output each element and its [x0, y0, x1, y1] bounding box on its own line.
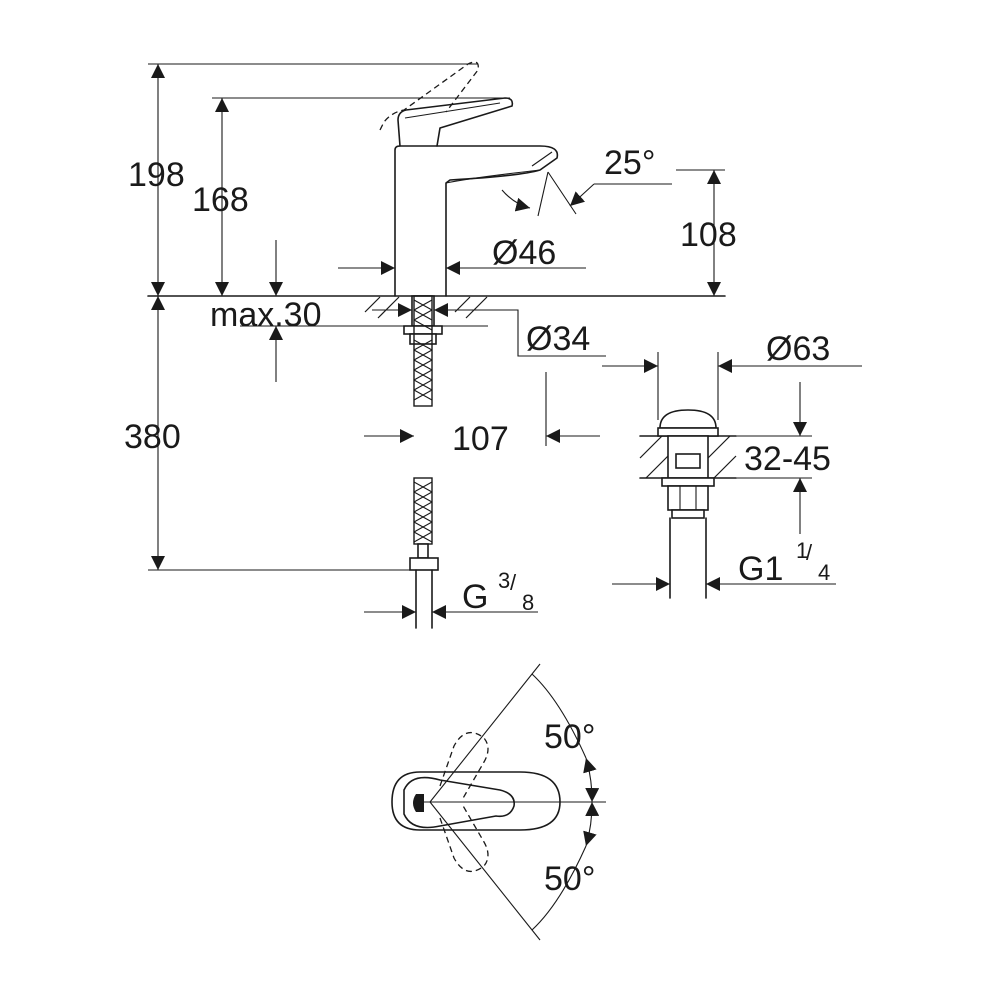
dim-body-diameter: Ø46: [492, 234, 556, 272]
dim-spout-reach: 107: [452, 420, 509, 458]
svg-text:/: /: [510, 570, 517, 595]
svg-text:1: 1: [796, 538, 808, 563]
dim-total-height: 198: [128, 156, 185, 194]
lever-closed: [397, 97, 514, 147]
waste-valve-view: Ø63 32-45 G1 1 / 4: [602, 330, 862, 599]
fixing-rod: [413, 295, 433, 407]
dim-lever-angle-top: 50°: [544, 718, 595, 756]
dim-lever-angle-bottom: 50°: [544, 860, 595, 898]
dim-hole-diameter: Ø34: [526, 320, 590, 358]
svg-text:G1: G1: [738, 550, 783, 588]
faucet-side-view: 198 168 25° 108 Ø46 max.30 Ø34 380 107 G…: [124, 61, 737, 629]
flex-hose: [409, 477, 439, 629]
dim-hose-length: 380: [124, 418, 181, 456]
lever-raised: [379, 61, 479, 131]
lever-top-view: 50° 50°: [391, 663, 606, 941]
svg-text:G: G: [462, 578, 488, 616]
dim-deck-thickness: max.30: [210, 296, 322, 334]
svg-text:/: /: [806, 540, 813, 565]
svg-text:8: 8: [522, 590, 534, 615]
svg-text:4: 4: [818, 560, 830, 585]
dim-spout-height: 108: [680, 216, 737, 254]
dim-handle-height: 168: [192, 181, 249, 219]
dim-waste-thread: G1 1 / 4: [738, 538, 830, 588]
dim-waste-diameter: Ø63: [766, 330, 830, 368]
svg-text:3: 3: [498, 568, 510, 593]
dim-waste-clamp-range: 32-45: [744, 440, 831, 478]
dim-spout-angle: 25°: [604, 144, 655, 182]
dim-hose-thread: G 3 / 8: [462, 568, 534, 616]
faucet-body: [394, 145, 559, 297]
